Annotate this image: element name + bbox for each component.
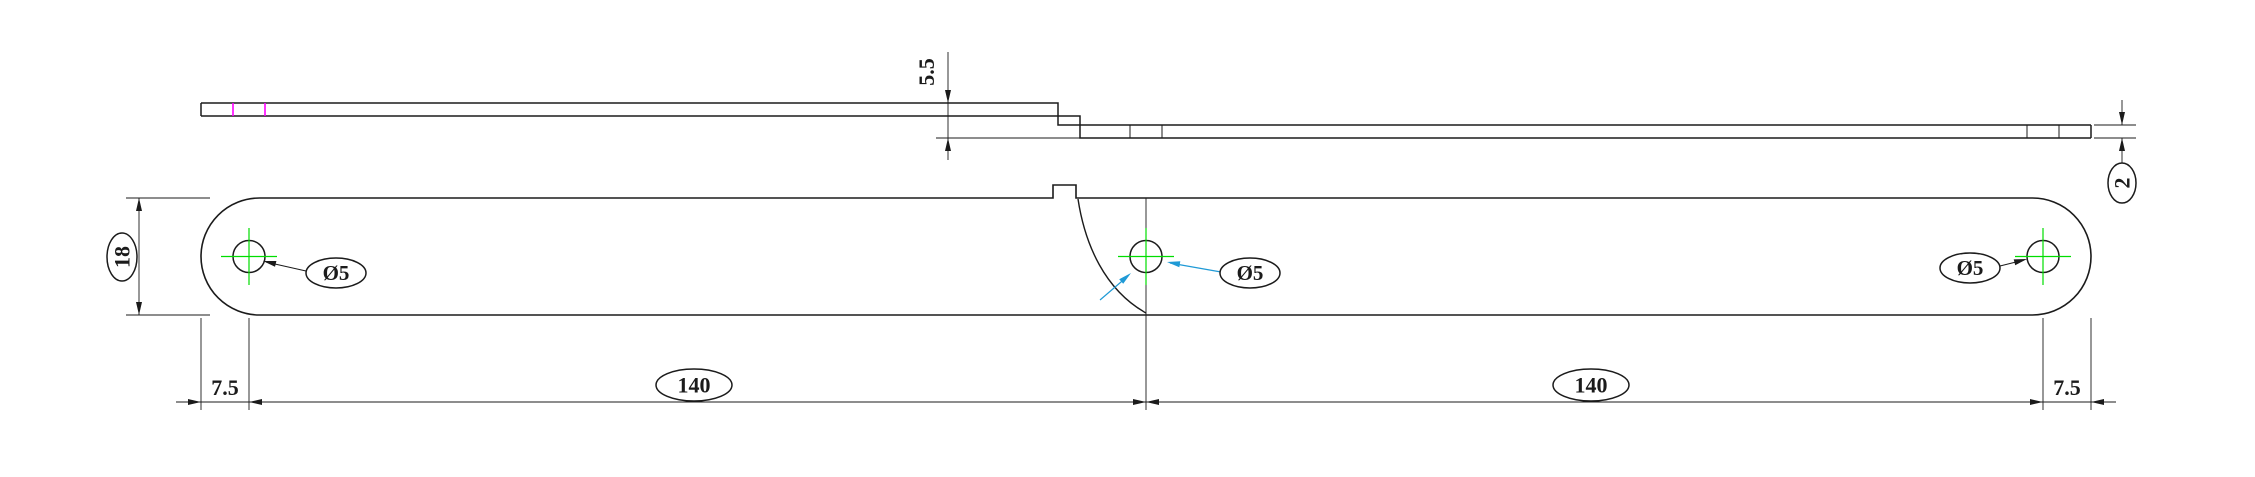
dim-left-span-label: 140 <box>678 373 711 398</box>
arrowheads <box>945 90 951 151</box>
hole-callout-right-label: Ø5 <box>1957 256 1984 280</box>
hole-callout-right: Ø5 <box>1939 252 2027 284</box>
dim-joggle-offset: 5.5 <box>914 52 1080 160</box>
leader-arrowhead <box>263 261 277 267</box>
plate-edge-bottom-profile <box>201 115 2091 139</box>
center-marks <box>221 228 2071 285</box>
dim-right-span-label: 140 <box>1575 373 1608 398</box>
leader-arrowheads-cyan <box>1119 261 1181 284</box>
dim-width-label: 18 <box>110 246 135 268</box>
joggle-curve <box>1077 198 1147 314</box>
highlighted-hole-ticks <box>232 103 266 116</box>
callout-balloon <box>1219 257 1281 289</box>
leader-lines-cyan <box>1099 261 1222 301</box>
dim-balloon-left-span <box>655 368 733 402</box>
dim-joggle-offset-label: 5.5 <box>914 58 939 86</box>
callout-balloon <box>1939 252 2001 284</box>
callout-balloon <box>305 257 367 289</box>
dim-balloon <box>2107 162 2137 204</box>
dim-right-edge-label: 7.5 <box>2053 375 2081 400</box>
plate-edge-top-profile <box>201 102 2091 126</box>
hole-callout-left: Ø5 <box>263 257 367 289</box>
hole-callout-left-label: Ø5 <box>323 261 350 285</box>
arrowheads <box>136 198 142 315</box>
arrowheads <box>2119 112 2125 151</box>
dim-bottom-chain: 7.5 140 140 7.5 <box>176 318 2116 410</box>
dim-balloon-right-span <box>1552 368 1630 402</box>
leader-arrowhead <box>2013 259 2027 266</box>
edge-view: 5.5 2 <box>200 52 2137 204</box>
hole-callout-middle: Ø5 <box>1099 257 1281 301</box>
dim-balloon <box>106 232 138 282</box>
hole-callout-middle-label: Ø5 <box>1237 261 1264 285</box>
drawing-root: 5.5 2 <box>106 52 2137 410</box>
dim-width: 18 <box>106 197 210 316</box>
dim-thickness: 2 <box>2094 100 2137 204</box>
plan-view: Ø5 Ø5 <box>200 184 2092 410</box>
arrowheads <box>188 399 2104 405</box>
hole-tick-marks <box>1129 125 2060 138</box>
dim-thickness-label: 2 <box>2110 178 2135 189</box>
dim-left-edge-label: 7.5 <box>211 375 239 400</box>
